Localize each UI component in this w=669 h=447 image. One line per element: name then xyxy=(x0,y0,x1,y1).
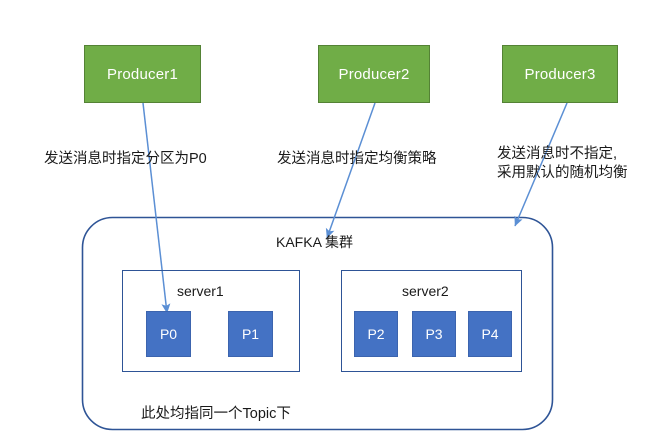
partition-label-p0: P0 xyxy=(159,326,178,342)
partition-label-p2: P2 xyxy=(367,326,385,342)
kafka-cluster-boundary xyxy=(81,216,554,431)
note-producer3-line1: 发送消息时不指定, xyxy=(497,146,618,162)
server-box-server2[interactable] xyxy=(341,270,522,372)
server-title-server1: server1 xyxy=(177,283,224,299)
partition-label-p1: P1 xyxy=(241,326,260,342)
note-producer1-line1: 发送消息时指定分区为P0 xyxy=(44,151,207,167)
server-box-server1[interactable] xyxy=(122,270,300,372)
note-producer3-line2: 采用默认的随机均衡 xyxy=(497,165,628,181)
cluster-footer-note: 此处均指同一个Topic下 xyxy=(141,406,291,422)
note-producer1: 发送消息时指定分区为P0 xyxy=(44,150,207,169)
note-producer2-line1: 发送消息时指定均衡策略 xyxy=(277,151,437,167)
producer-label-2: Producer2 xyxy=(338,65,410,83)
partition-label-p4: P4 xyxy=(481,326,499,342)
kafka-cluster-label: KAFKA 集群 xyxy=(276,234,354,250)
partition-label-p3: P3 xyxy=(425,326,443,342)
producer-box-2[interactable]: Producer2 xyxy=(318,45,430,103)
partition-p3[interactable]: P3 xyxy=(412,311,456,357)
partition-p0[interactable]: P0 xyxy=(146,311,191,357)
producer-label-3: Producer3 xyxy=(524,65,596,83)
partition-p2[interactable]: P2 xyxy=(354,311,398,357)
note-producer3: 发送消息时不指定, 采用默认的随机均衡 xyxy=(497,145,628,183)
arrow-producer2-to-cluster xyxy=(325,102,376,239)
arrow-producer1-to-p0 xyxy=(142,102,171,314)
partition-p1[interactable]: P1 xyxy=(228,311,273,357)
producer-box-1[interactable]: Producer1 xyxy=(84,45,201,103)
partition-p4[interactable]: P4 xyxy=(468,311,512,357)
server-title-server2: server2 xyxy=(402,283,449,299)
arrow-producer3-to-cluster xyxy=(514,102,568,227)
producer-label-1: Producer1 xyxy=(106,65,178,83)
note-producer2: 发送消息时指定均衡策略 xyxy=(277,150,437,169)
producer-box-3[interactable]: Producer3 xyxy=(502,45,618,103)
